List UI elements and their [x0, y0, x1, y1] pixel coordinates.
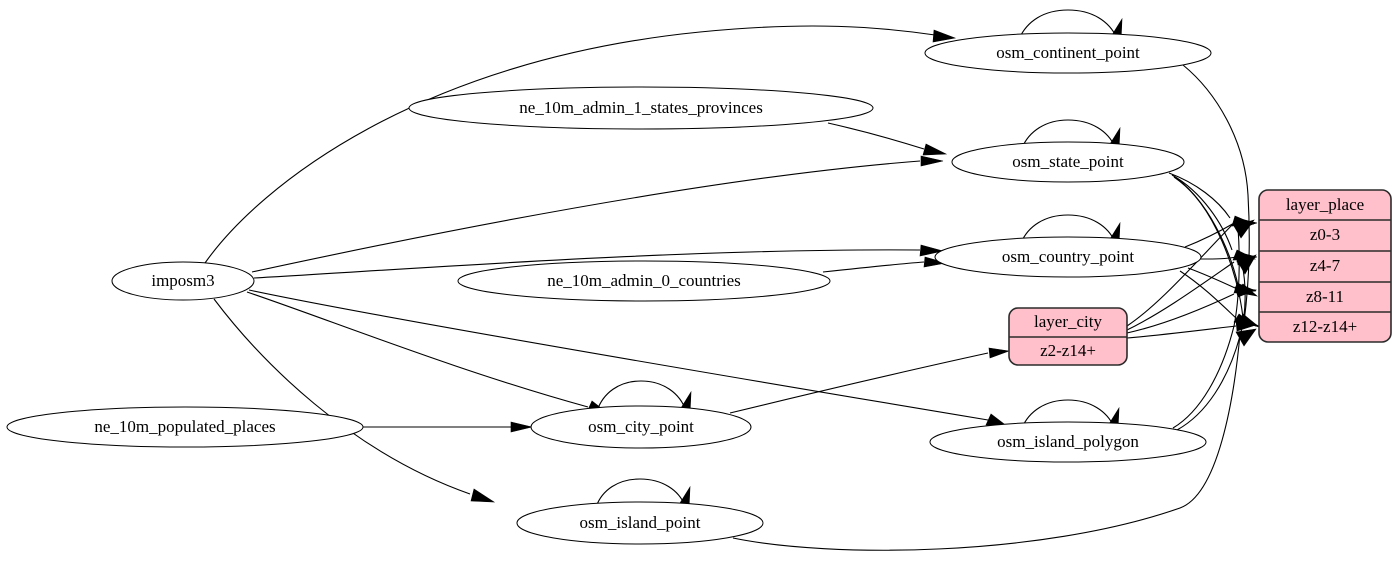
edge-layer_city-to-layer_place-z12-z14	[1126, 325, 1237, 339]
selfloop-osm_city_point	[596, 380, 687, 412]
edge-osm_country_point-to-layer_place-z8-11	[1187, 267, 1236, 289]
node-osm_island_polygon[interactable]: osm_island_polygon	[929, 421, 1207, 463]
node-osm_country_point[interactable]: osm_country_point	[934, 236, 1202, 278]
edge-imposm3-to-osm_state_point	[251, 160, 921, 273]
edge-imposm3-to-osm_continent_point	[204, 25, 936, 264]
arrowhead-icon	[1233, 219, 1255, 239]
selfloop-osm_country_point	[1020, 214, 1116, 244]
arrowhead-icon	[920, 155, 944, 167]
edge-imposm3-to-osm_city_point	[246, 291, 589, 408]
node-layer: imposm3 ne_10m_populated_places ne_10m_a…	[6, 32, 1212, 545]
edge-layer_city-to-layer_place-z4-7	[1126, 261, 1235, 331]
node-osm_continent_point[interactable]: osm_continent_point	[924, 32, 1212, 74]
edge-osm_state_point-to-layer_place-z12-z14	[1175, 177, 1244, 319]
node-imposm3[interactable]: imposm3	[111, 261, 255, 301]
node-shape-osm_island_point[interactable]	[516, 501, 764, 545]
node-shape-osm_city_point[interactable]	[530, 405, 752, 449]
arrowhead-icon	[922, 143, 948, 156]
edge-osm_state_point-to-layer_place-z4-7	[1171, 174, 1233, 251]
node-ne_10m_populated_places[interactable]: ne_10m_populated_places	[6, 406, 364, 448]
arrowhead-icon	[932, 29, 957, 43]
edge-osm_country_point-to-layer_place-z12-z14	[1179, 270, 1237, 319]
edge-osm_island_polygon-to-layer_place-z4-7	[1176, 263, 1246, 431]
node-shape-osm_island_polygon[interactable]	[929, 421, 1207, 463]
arrowhead-icon	[510, 421, 533, 433]
node-ne_10m_admin_0_countries[interactable]: ne_10m_admin_0_countries	[457, 260, 831, 302]
selfloop-osm_island_point	[595, 478, 686, 508]
edge-osm_country_point-to-layer_place-z4-7	[1199, 256, 1237, 260]
arrowhead-icon	[919, 244, 944, 257]
edge-osm_island_polygon-to-layer_place-z0-3	[1172, 227, 1240, 429]
arrowhead-icon	[923, 256, 947, 268]
record-node-layer: layer_place z0-3 z4-7 z8-11 z12-z14+ lay…	[1008, 189, 1392, 366]
edge-osm_city_point-to-layer_city	[729, 352, 989, 414]
edge-imposm3-to-osm_country_point	[253, 249, 921, 279]
edge-layer_city-to-layer_place-z8-11	[1126, 293, 1235, 334]
arrowhead-icon	[988, 347, 1010, 359]
node-ne_10m_admin_1_states_provinces[interactable]: ne_10m_admin_1_states_provinces	[408, 86, 874, 130]
node-shape-layer_place[interactable]	[1258, 189, 1392, 343]
node-shape-imposm3[interactable]	[111, 261, 255, 301]
arrowhead-icon	[1235, 320, 1257, 332]
node-osm_state_point[interactable]: osm_state_point	[951, 141, 1185, 183]
node-shape-osm_country_point[interactable]	[934, 236, 1202, 278]
node-shape-ne_10m_admin_0_countries[interactable]	[457, 260, 831, 302]
node-shape-osm_state_point[interactable]	[951, 141, 1185, 183]
node-osm_city_point[interactable]: osm_city_point	[530, 405, 752, 449]
edge-ne_admin_1-to-osm_state_point	[827, 122, 925, 150]
edge-imposm3-to-osm_island_point	[213, 298, 471, 495]
edge-layer_city-to-layer_place-z0-3	[1126, 223, 1234, 327]
node-shape-ne_10m_populated_places[interactable]	[6, 406, 364, 448]
node-osm_island_point[interactable]: osm_island_point	[516, 501, 764, 545]
arrowhead-icon	[1235, 328, 1257, 347]
selfloop-osm_state_point	[1021, 119, 1116, 149]
edge-imposm3-to-osm_island_polygon	[248, 289, 989, 421]
edge-ne_admin_0-to-osm_country_point	[822, 261, 925, 273]
selfloop-osm_island_polygon	[1021, 399, 1115, 429]
node-shape-ne_10m_admin_1_states_provinces[interactable]	[408, 86, 874, 130]
edge-osm_state_point-to-layer_place-z0-3	[1168, 172, 1231, 219]
selfloop-osm_continent_point	[1018, 9, 1118, 40]
edge-osm_country_point-to-layer_place-z0-3	[1184, 221, 1237, 248]
node-layer_place[interactable]: layer_place z0-3 z4-7 z8-11 z12-z14+	[1258, 189, 1392, 343]
arrowhead-icon	[470, 488, 496, 503]
node-layer_city[interactable]: layer_city z2-z14+	[1008, 307, 1128, 366]
edge-osm_island_point-to-layer_place-z12-z14	[732, 333, 1241, 551]
node-shape-osm_continent_point[interactable]	[924, 32, 1212, 74]
arrowhead-icon	[1237, 254, 1257, 275]
